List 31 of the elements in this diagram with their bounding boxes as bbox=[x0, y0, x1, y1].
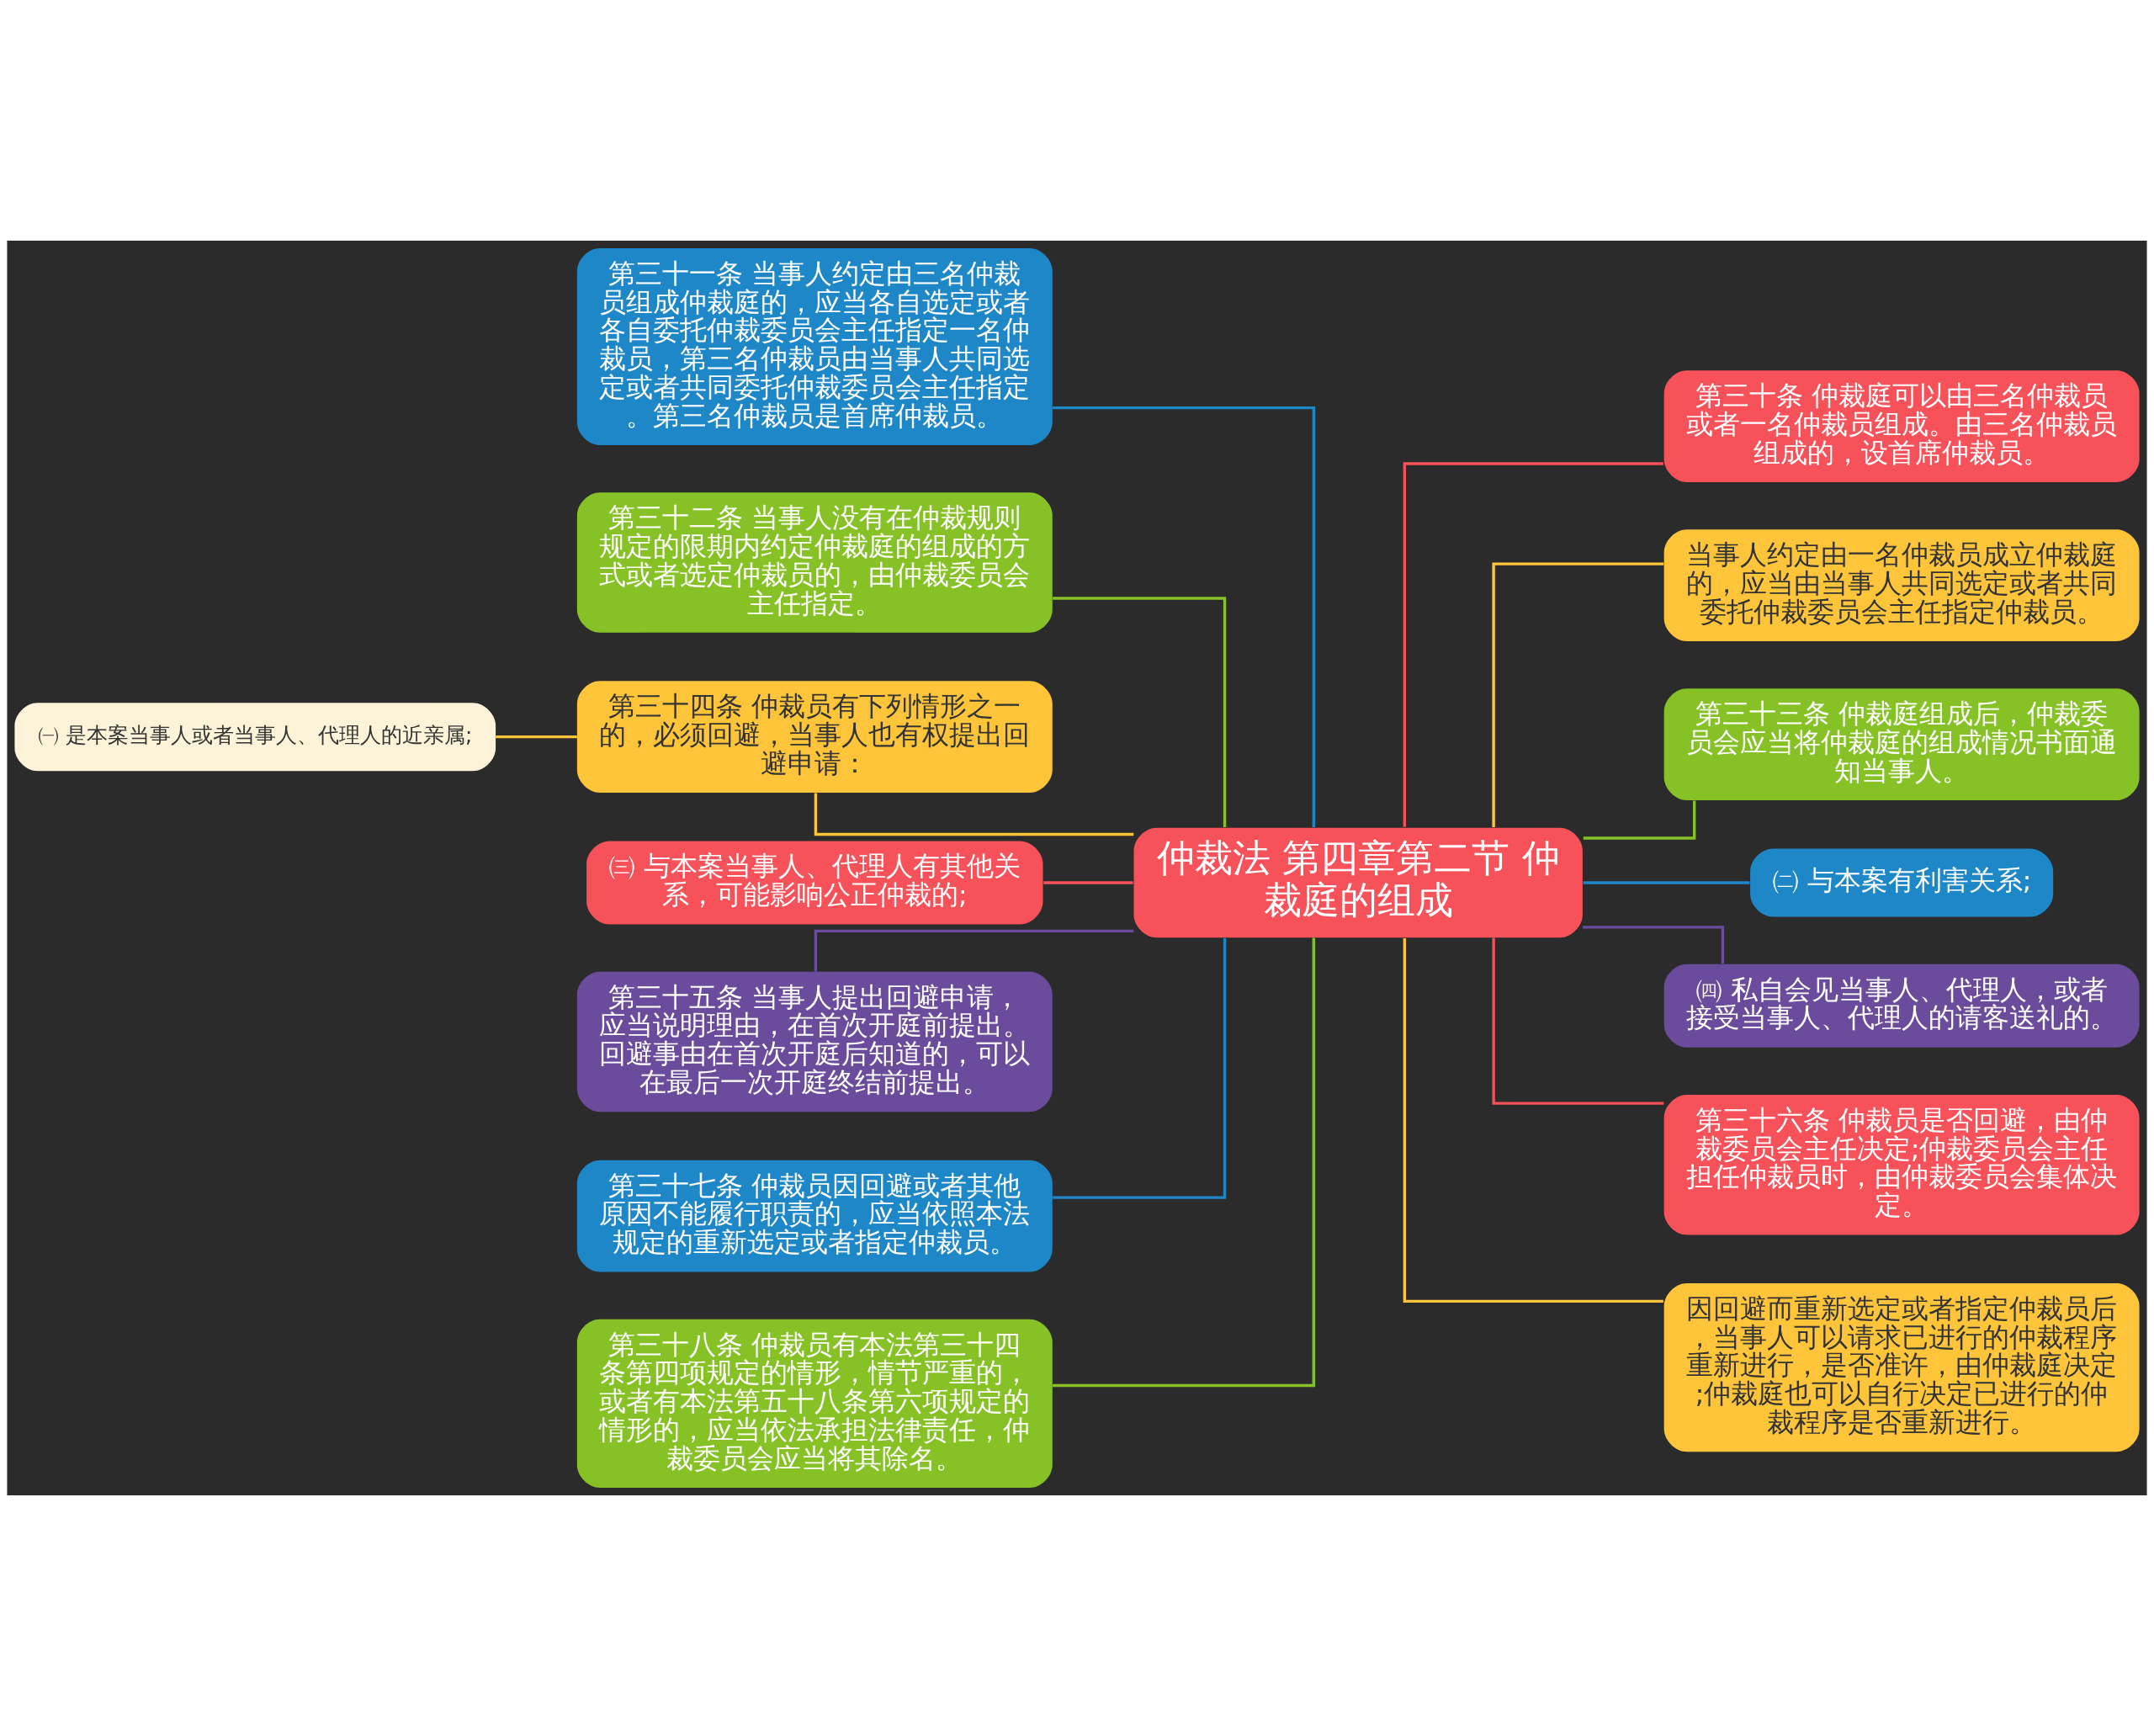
node-box: 第三十条 仲裁庭可以由三名仲裁员或者一名仲裁员组成。由三名仲裁员组成的，设首席仲裁员。 bbox=[1663, 370, 2140, 482]
node-box: 第三十五条 当事人提出回避申请，应当说明理由，在首次开庭前提出。回避事由在首次开庭后知道的，可以在最后一次开庭终结前提出。 bbox=[576, 971, 1053, 1112]
node-box: 第三十二条 当事人没有在仲裁规则规定的限期内约定仲裁庭的组成的方式或者选定仲裁员的，由仲裁委员会主任指定。 bbox=[576, 492, 1053, 633]
connector bbox=[1043, 881, 1133, 884]
connector bbox=[1052, 406, 1315, 828]
connector bbox=[1053, 597, 1227, 827]
connector bbox=[1492, 937, 1664, 1105]
connector bbox=[1403, 462, 1663, 827]
connector bbox=[814, 793, 1134, 836]
node-box: ㈠ 是本案当事人或者当事人、代理人的近亲属; bbox=[14, 703, 496, 772]
node-box: ㈣ 私自会见当事人、代理人，或者接受当事人、代理人的请客送礼的。 bbox=[1663, 964, 2140, 1048]
connector bbox=[1583, 800, 1696, 840]
connector bbox=[1403, 938, 1663, 1303]
node-box: 第三十八条 仲裁员有本法第三十四条第四项规定的情形，情节严重的，或者有本法第五十八条第六项规定的情形的，应当依法承担法律责任，仲裁委员会应当将其除名。 bbox=[576, 1319, 1053, 1488]
node-box: 当事人约定由一名仲裁员成立仲裁庭的，应当由当事人共同选定或者共同委托仲裁委员会主任指定仲裁员。 bbox=[1663, 529, 2140, 641]
node-box: 第三十七条 仲裁员因回避或者其他原因不能履行职责的，应当依照本法规定的重新选定或者指定仲裁员。 bbox=[576, 1160, 1053, 1272]
connector bbox=[1492, 562, 1664, 827]
node-box: 第三十四条 仲裁员有下列情形之一的，必须回避，当事人也有权提出回避申请： bbox=[576, 681, 1053, 794]
node-box: ㈡ 与本案有利害关系; bbox=[1750, 848, 2054, 917]
connector bbox=[1583, 926, 1725, 964]
connector bbox=[496, 735, 577, 739]
connector bbox=[1053, 937, 1227, 1199]
connector bbox=[1583, 881, 1750, 884]
node-box: 因回避而重新选定或者指定仲裁员后，当事人可以请求已进行的仲裁程序重新进行，是否准许，由仲裁庭决定;仲裁庭也可以自行决定已进行的仲裁程序是否重新进行。 bbox=[1663, 1282, 2140, 1452]
connector bbox=[1052, 937, 1315, 1388]
node-box: 第三十六条 仲裁员是否回避，由仲裁委员会主任决定;仲裁委员会主任担任仲裁员时，由仲裁委员会集体决定。 bbox=[1663, 1095, 2140, 1235]
node-box: 仲裁法 第四章第二节 仲裁庭的组成 bbox=[1133, 827, 1583, 938]
node-box: 第三十三条 仲裁庭组成后，仲裁委员会应当将仲裁庭的组成情况书面通知当事人。 bbox=[1663, 688, 2140, 801]
connector bbox=[814, 929, 1134, 972]
node-box: ㈢ 与本案当事人、代理人有其他关系，可能影响公正仲裁的; bbox=[586, 841, 1043, 925]
node-box: 第三十一条 当事人约定由三名仲裁员组成仲裁庭的，应当各自选定或者各自委托仲裁委员会主任指定一名仲裁员，第三名仲裁员由当事人共同选定或者共同委托仲裁委员会主任指定。第三名仲裁员是首席仲裁员。 bbox=[576, 248, 1053, 446]
